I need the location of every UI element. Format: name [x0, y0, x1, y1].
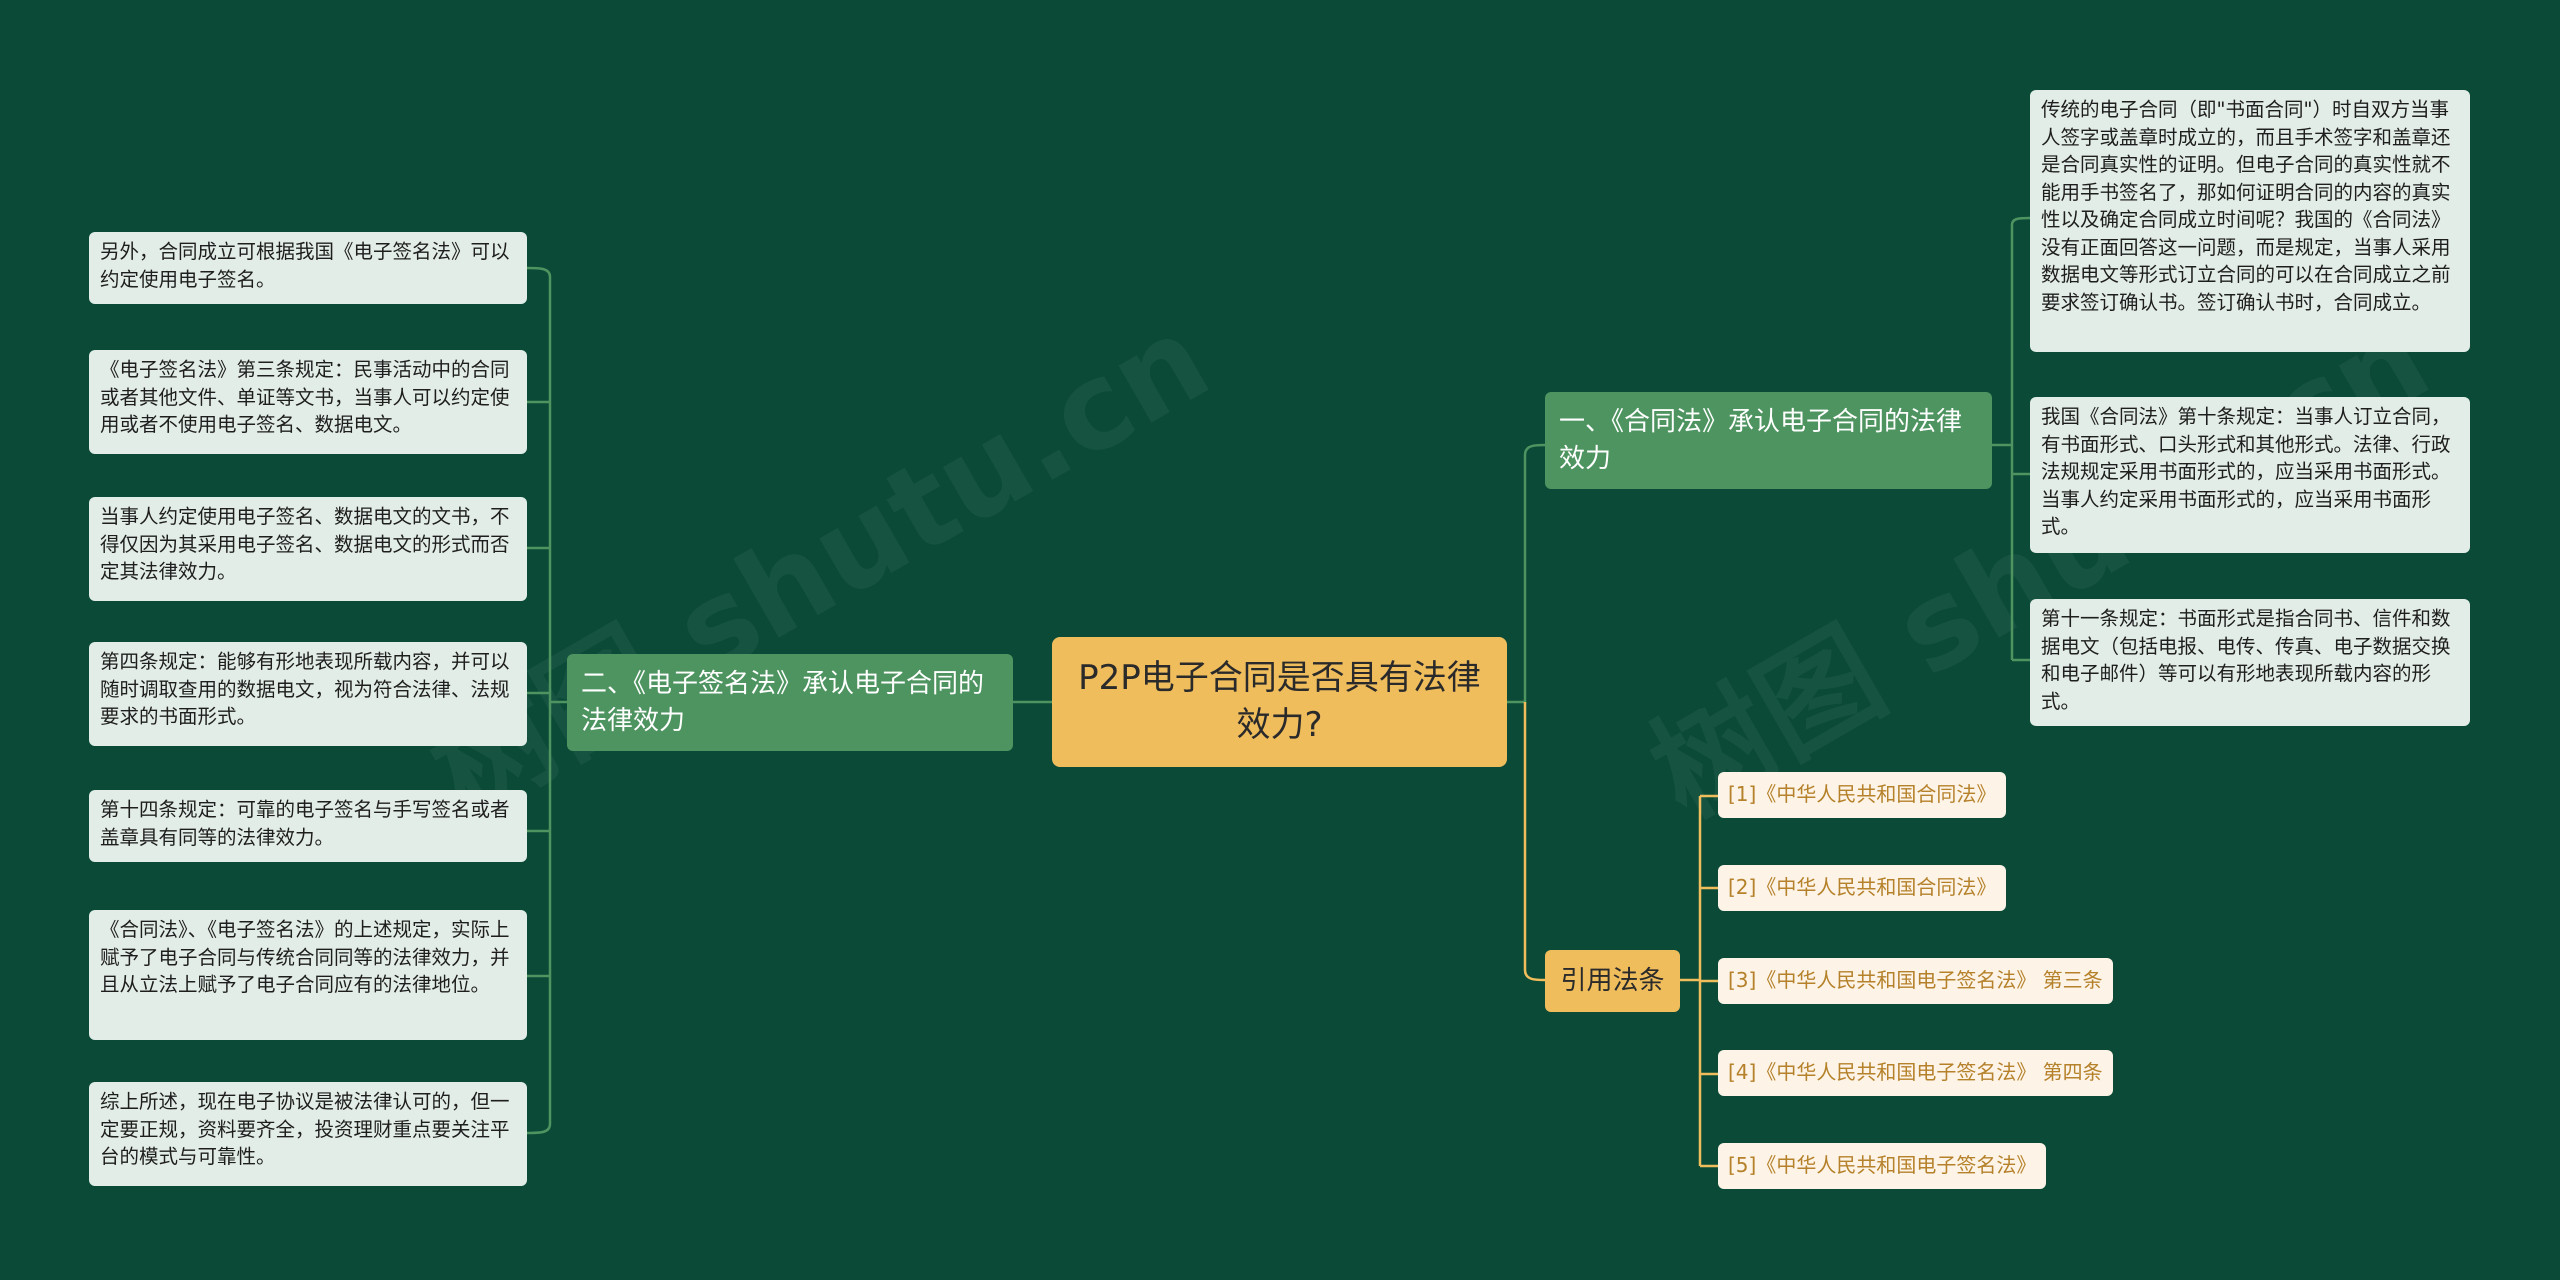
right-leaf-1[interactable]: 传统的电子合同（即"书面合同"）时自双方当事人签字或盖章时成立的，而且手术签字和… [2030, 90, 2470, 352]
root-topic[interactable]: P2P电子合同是否具有法律效力? [1052, 637, 1507, 767]
reference-link-2[interactable]: [2]《中华人民共和国合同法》 [1718, 865, 2007, 911]
left-leaf-7[interactable]: 综上所述，现在电子协议是被法律认可的，但一定要正规，资料要齐全，投资理财重点要关… [89, 1082, 527, 1186]
root-title: P2P电子合同是否具有法律效力? [1078, 658, 1481, 745]
reference-link-4[interactable]: [4]《中华人民共和国电子签名法》 第四条 [1718, 1050, 2113, 1096]
link-root-refs [1523, 702, 1546, 982]
left-leaf-1[interactable]: 另外，合同成立可根据我国《电子签名法》可以约定使用电子签名。 [89, 232, 527, 304]
reference-link-3[interactable]: [3]《中华人民共和国电子签名法》 第三条 [1718, 958, 2113, 1004]
right-leaf-2[interactable]: 我国《合同法》第十条规定：当事人订立合同，有书面形式、口头形式和其他形式。法律、… [2030, 397, 2470, 553]
left-leaf-6[interactable]: 《合同法》、《电子签名法》的上述规定，实际上赋予了电子合同与传统合同同等的法律效… [89, 910, 527, 1040]
references-title: 引用法条 [1560, 965, 1665, 996]
branch-left-title: 二、《电子签名法》承认电子合同的法律效力 [581, 668, 985, 736]
left-leaf-3[interactable]: 当事人约定使用电子签名、数据电文的文书，不得仅因为其采用电子签名、数据电文的形式… [89, 497, 527, 601]
link-root-right [1507, 443, 1546, 704]
reference-link-5[interactable]: [5]《中华人民共和国电子签名法》 [1718, 1143, 2047, 1189]
branch-right[interactable]: 一、《合同法》承认电子合同的法律效力 [1545, 392, 1992, 489]
branch-left[interactable]: 二、《电子签名法》承认电子合同的法律效力 [567, 654, 1013, 751]
left-leaf-5[interactable]: 第十四条规定：可靠的电子签名与手写签名或者盖章具有同等的法律效力。 [89, 790, 527, 862]
left-leaf-4[interactable]: 第四条规定：能够有形地表现所载内容，并可以随时调取查用的数据电文，视为符合法律、… [89, 642, 527, 746]
references-branch[interactable]: 引用法条 [1545, 950, 1680, 1012]
reference-link-1[interactable]: [1]《中华人民共和国合同法》 [1718, 772, 2007, 818]
link-left-spine [548, 277, 567, 1124]
left-leaf-2[interactable]: 《电子签名法》第三条规定：民事活动中的合同或者其他文件、单证等文书，当事人可以约… [89, 350, 527, 454]
right-leaf-3[interactable]: 第十一条规定：书面形式是指合同书、信件和数据电文（包括电报、电传、传真、电子数据… [2030, 599, 2470, 726]
branch-right-title: 一、《合同法》承认电子合同的法律效力 [1559, 406, 1963, 474]
